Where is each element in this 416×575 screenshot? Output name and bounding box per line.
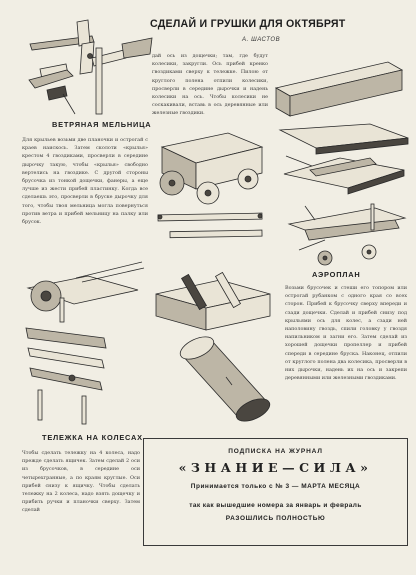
cart-heading: ТЕЛЕЖКА НА КОЛЕСАХ xyxy=(42,433,143,442)
cart-parts-drawing xyxy=(25,327,107,425)
two-wheel-cart-drawing xyxy=(26,261,145,323)
airplane-wing-drawing xyxy=(278,123,409,167)
subscription-line1: ПОДПИСКА НА ЖУРНАЛ xyxy=(228,448,323,455)
cart-intro-text: дай ось из дощечки; там, где будут колес… xyxy=(152,53,268,117)
airplane-text: Возьми брусочек и стеши его топором или … xyxy=(285,285,407,382)
log-drawing xyxy=(179,336,271,422)
subscription-notice: ПОДПИСКА НА ЖУРНАЛ «ЗНАНИЕ—СИЛА» Принима… xyxy=(143,438,408,546)
magazine-name: «ЗНАНИЕ—СИЛА» xyxy=(178,460,373,475)
airplane-complete-drawing xyxy=(287,203,407,266)
windmill-parts-drawing xyxy=(28,69,76,115)
subscription-line4: так как вышедшие номера за январь и февр… xyxy=(189,502,362,509)
wood-block-drawing xyxy=(155,271,271,331)
airplane-heading: АЭРОПЛАН xyxy=(312,270,361,279)
axles-drawing xyxy=(157,212,263,239)
four-wheel-cart-drawing xyxy=(159,132,264,205)
windmill-heading: ВЕТРЯНАЯ МЕЛЬНИЦА xyxy=(52,120,152,129)
article-author: А. ШАСТОВ xyxy=(242,37,281,43)
subscription-line3: Принимается только с № 3 — МАРТА МЕСЯЦА xyxy=(190,483,361,490)
subscription-line5: РАЗОШЛИСЬ ПОЛНОСТЬЮ xyxy=(225,515,326,522)
windmill-text: Для крыльев возьми две планочки и острог… xyxy=(22,137,148,226)
airplane-body-drawing xyxy=(274,61,404,117)
cart-text: Чтобы сделать тележку на 4 колеса, надо … xyxy=(22,450,140,514)
article-title: СДЕЛАЙ И ГРУШКИ ДЛЯ ОКТЯБРЯТ xyxy=(150,18,346,30)
airplane-assembly-drawing xyxy=(283,157,405,195)
